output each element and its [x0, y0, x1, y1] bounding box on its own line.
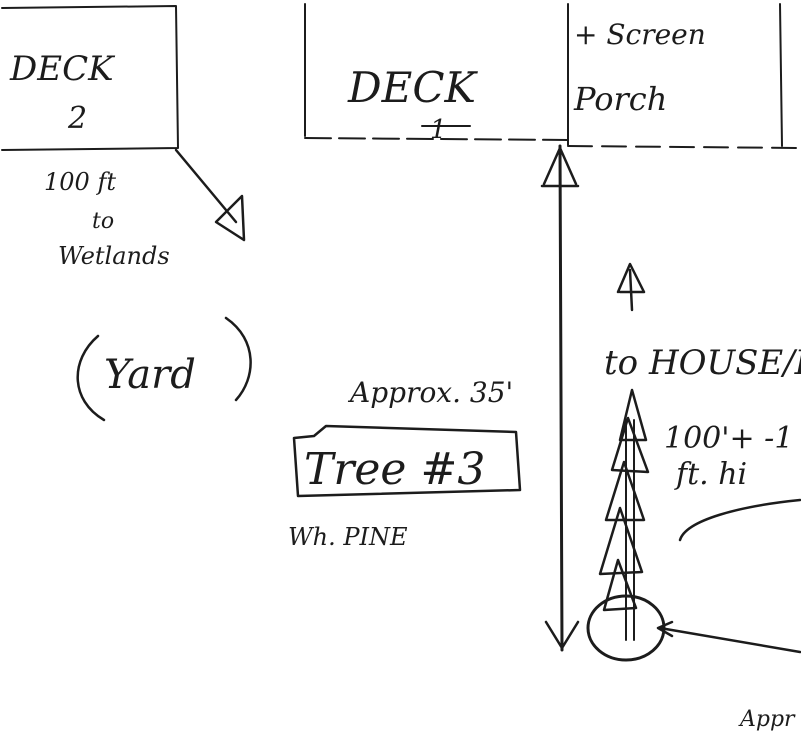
wetlands-arrow — [174, 148, 238, 224]
porch-label-1: + Screen — [574, 18, 706, 51]
wetlands-text-3: Wetlands — [58, 242, 170, 270]
tree-pointer-line — [658, 626, 801, 654]
height-underline — [678, 498, 801, 542]
tree-pointer-arrowhead — [656, 620, 674, 638]
wetlands-text-1: 100 ft — [44, 168, 116, 196]
deck-2: DECK 2 — [1, 5, 179, 151]
deck-1-label: DECK — [347, 63, 478, 112]
deck-2-number: 2 — [67, 101, 87, 136]
height-note: 100'+ -1 ft. hi — [664, 421, 801, 542]
tree-3-tag: Tree #3 Wh. PINE — [288, 424, 522, 551]
deck-1-number: 1 — [430, 115, 447, 145]
to-house-note: to HOUSE/DE — [604, 262, 801, 383]
screen-porch: + Screen Porch — [567, 3, 801, 149]
deck-2-label: DECK — [9, 49, 116, 89]
height-text-1: 100'+ -1 — [664, 421, 793, 456]
to-house-label: to HOUSE/DE — [604, 343, 801, 383]
yard-note: Yard — [76, 316, 252, 422]
height-text-2: ft. hi — [674, 457, 747, 492]
tree-3-label: Tree #3 — [304, 444, 485, 495]
porch-label-2: Porch — [573, 80, 667, 118]
deck-1: DECK 1 — [304, 3, 569, 145]
pine-tree-icon — [586, 388, 666, 662]
yard-label: Yard — [104, 352, 196, 398]
tree-species: Wh. PINE — [288, 523, 408, 551]
wetlands-arrowhead — [214, 194, 246, 242]
distance-label: Approx. 35' — [347, 376, 513, 409]
distance-dimension: Approx. 35' — [347, 144, 580, 652]
bottom-text-fragment: Appr — [738, 707, 796, 732]
wetlands-note: 100 ft to Wetlands — [44, 148, 246, 270]
wetlands-text-2: to — [92, 209, 114, 234]
